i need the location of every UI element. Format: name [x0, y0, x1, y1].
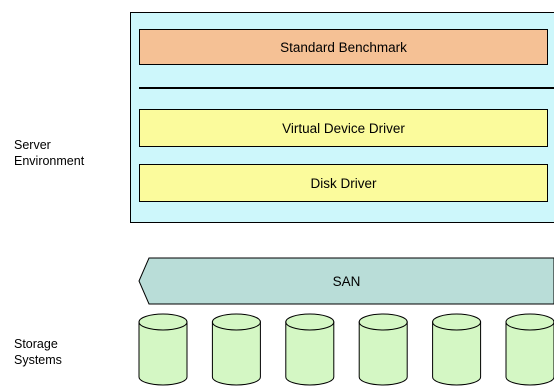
storage-disk-icon — [505, 313, 554, 386]
storage-disk-icon — [138, 313, 188, 386]
storage-disk-icon — [211, 313, 261, 386]
standard-benchmark-label: Standard Benchmark — [280, 39, 407, 55]
virtual-device-driver-box: Virtual Device Driver — [139, 109, 548, 147]
storage-systems-label: Storage Systems — [14, 337, 62, 367]
san-network-shape — [138, 257, 554, 305]
storage-disk-icon — [285, 313, 335, 386]
layer-divider — [139, 87, 554, 89]
san-label: SAN — [332, 273, 361, 289]
standard-benchmark-box: Standard Benchmark — [139, 29, 548, 65]
storage-disk-group — [138, 313, 554, 386]
storage-disk-icon — [358, 313, 408, 386]
storage-disk-icon — [432, 313, 482, 386]
disk-driver-box: Disk Driver — [139, 164, 548, 202]
disk-driver-label: Disk Driver — [310, 175, 377, 191]
virtual-device-driver-label: Virtual Device Driver — [282, 120, 405, 136]
server-environment-label: Server Environment — [14, 138, 85, 168]
